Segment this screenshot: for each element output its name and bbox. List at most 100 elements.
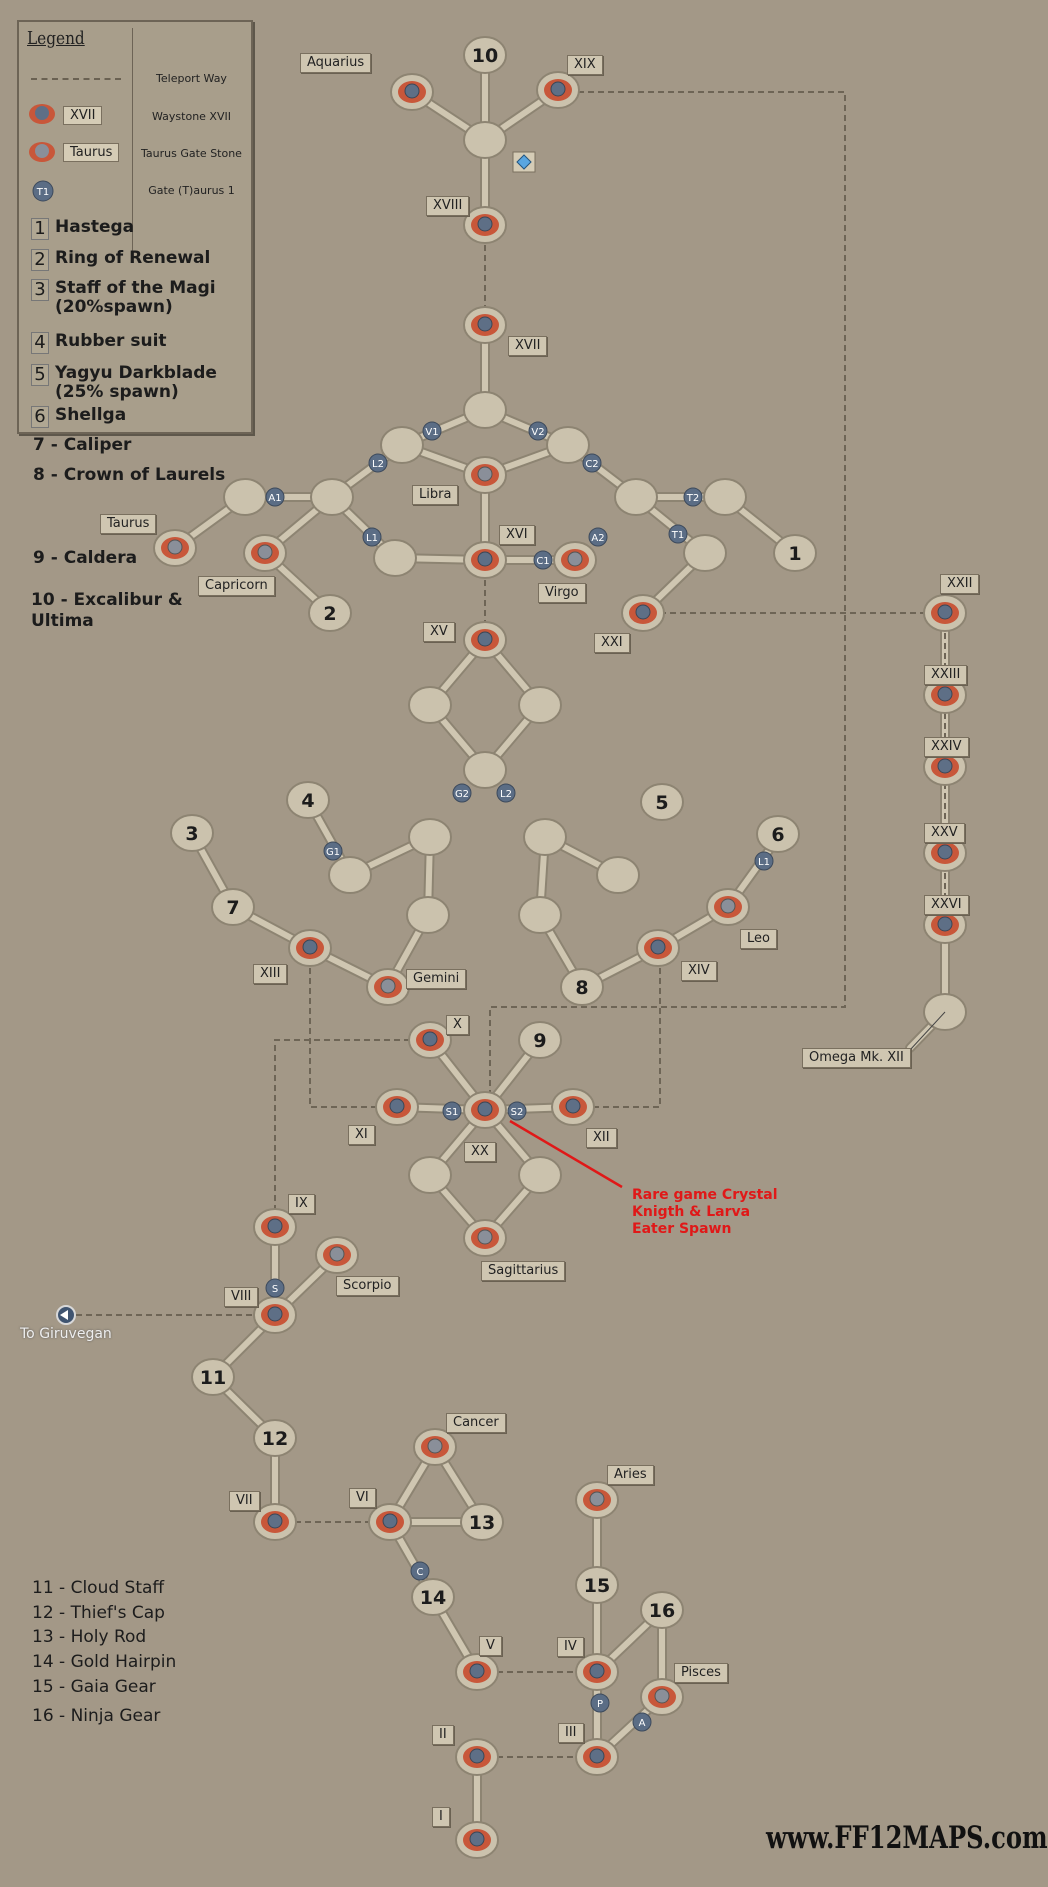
legend-title: Legend xyxy=(27,28,85,49)
path-node xyxy=(546,426,590,464)
legend-item-2-name: Ring of Renewal xyxy=(55,248,211,268)
label-xiv: XIV xyxy=(681,961,717,981)
gate-stone-core-icon xyxy=(720,898,736,914)
gate-stone-core-icon xyxy=(329,1246,345,1262)
waystone-core-icon xyxy=(267,1513,283,1529)
waystone-core-icon xyxy=(477,631,493,647)
treasure-number: 2 xyxy=(323,603,336,625)
waystone-core-icon xyxy=(937,604,953,620)
legend-item-1-name: Hastega xyxy=(55,217,135,237)
gate-marker-icon xyxy=(528,421,548,441)
label-virgo: Virgo xyxy=(538,583,586,603)
legend-desc-gatestone: Taurus Gate Stone xyxy=(141,147,242,160)
waystone-core-icon xyxy=(937,916,953,932)
gate-marker-icon xyxy=(533,550,553,570)
note-caldera: 9 - Caldera xyxy=(33,548,138,568)
note-crown: 8 - Crown of Laurels xyxy=(33,465,226,485)
gate-marker-icon xyxy=(588,527,608,547)
treasure-node xyxy=(756,815,800,853)
treasure-node xyxy=(575,1566,619,1604)
waystone-icon xyxy=(29,104,55,124)
gate-stone-core-icon xyxy=(477,466,493,482)
label-xxvi: XXVI xyxy=(924,895,969,915)
waystone-core-icon xyxy=(565,1098,581,1114)
waystone-core-icon xyxy=(477,216,493,232)
path-node xyxy=(408,686,452,724)
gate-label: A1 xyxy=(268,493,281,504)
label-pisces: Pisces xyxy=(674,1663,728,1683)
treasure-number: 14 xyxy=(420,1587,446,1609)
gate-marker-icon xyxy=(410,1561,430,1581)
label-xxiii: XXIII xyxy=(924,665,968,685)
label-vi: VI xyxy=(349,1488,376,1508)
legend-item-1: 1 Hastega xyxy=(31,218,134,240)
legend-gate-t1: T1 xyxy=(36,187,49,198)
treasure-number: 16 xyxy=(649,1600,675,1622)
treasure-number: 7 xyxy=(226,897,239,919)
gate-label: G1 xyxy=(326,847,340,858)
waystone-core-icon xyxy=(937,758,953,774)
legend-item-1-number: 1 xyxy=(31,218,49,240)
gate-label: T1 xyxy=(671,530,684,541)
legend-badge-taurus: Taurus xyxy=(63,143,120,162)
note-thiefs-cap: 12 - Thief's Cap xyxy=(32,1603,165,1623)
label-leo: Leo xyxy=(740,929,777,949)
gate-marker-icon xyxy=(442,1101,462,1121)
gate-stone-core-icon xyxy=(654,1688,670,1704)
treasure-node xyxy=(286,781,330,819)
treasure-node xyxy=(560,968,604,1006)
gate-label: L2 xyxy=(372,459,384,470)
treasure-node xyxy=(773,534,817,572)
gate-label: A xyxy=(639,1718,646,1729)
label-gemini: Gemini xyxy=(406,969,467,989)
gate-stone-core-icon xyxy=(380,978,396,994)
gate-marker-icon xyxy=(632,1712,652,1732)
teleport-way-line xyxy=(573,948,661,1108)
legend-item-6-name: Shellga xyxy=(55,405,127,425)
path-node xyxy=(310,478,354,516)
legend-desc-teleport: Teleport Way xyxy=(156,72,227,85)
teleport-way-line xyxy=(489,91,846,1108)
note-gaia-gear: 15 - Gaia Gear xyxy=(32,1677,156,1697)
to-giruvegan-label[interactable]: To Giruvegan xyxy=(20,1326,112,1342)
legend-item-6-number: 6 xyxy=(31,406,49,428)
gate-label: C1 xyxy=(536,556,549,567)
teleport-way-symbol xyxy=(31,78,121,80)
label-aries: Aries xyxy=(607,1465,654,1485)
treasure-number: 6 xyxy=(771,824,784,846)
path-node xyxy=(380,426,424,464)
rare-game-note: Rare game Crystal Knigth & Larva Eater S… xyxy=(632,1187,778,1237)
legend-item-2-number: 2 xyxy=(31,249,49,271)
gate-marker-icon: T1 xyxy=(32,180,54,202)
treasure-number: 4 xyxy=(301,790,314,812)
treasure-number: 15 xyxy=(584,1575,610,1597)
gate-marker-icon xyxy=(582,453,602,473)
path-node xyxy=(223,478,267,516)
gate-marker-icon xyxy=(590,1693,610,1713)
label-iv: IV xyxy=(557,1637,584,1657)
gate-label: S1 xyxy=(446,1107,459,1118)
label-iii: III xyxy=(558,1723,584,1743)
waystone-core-icon xyxy=(589,1748,605,1764)
note-ninja-gear: 16 - Ninja Gear xyxy=(32,1706,161,1726)
gate-marker-icon xyxy=(265,487,285,507)
path-node xyxy=(523,818,567,856)
note-holy-rod: 13 - Holy Rod xyxy=(32,1627,147,1647)
legend-item-5-number: 5 xyxy=(31,364,49,386)
legend-item-4-number: 4 xyxy=(31,332,49,354)
waystone-core-icon xyxy=(469,1663,485,1679)
gate-label: P xyxy=(597,1699,603,1710)
gate-marker-icon xyxy=(507,1101,527,1121)
legend-divider xyxy=(132,28,133,260)
legend-panel: Legend Teleport Way XVII Waystone XVII T… xyxy=(17,20,253,434)
path-node xyxy=(406,896,450,934)
waystone-core-icon xyxy=(389,1098,405,1114)
gate-label: V2 xyxy=(531,427,544,438)
gate-stone-icon xyxy=(29,142,55,162)
treasure-number: 5 xyxy=(655,792,668,814)
waystone-core-icon xyxy=(267,1218,283,1234)
gate-label: T2 xyxy=(686,493,699,504)
waystone-core-icon xyxy=(477,1101,493,1117)
